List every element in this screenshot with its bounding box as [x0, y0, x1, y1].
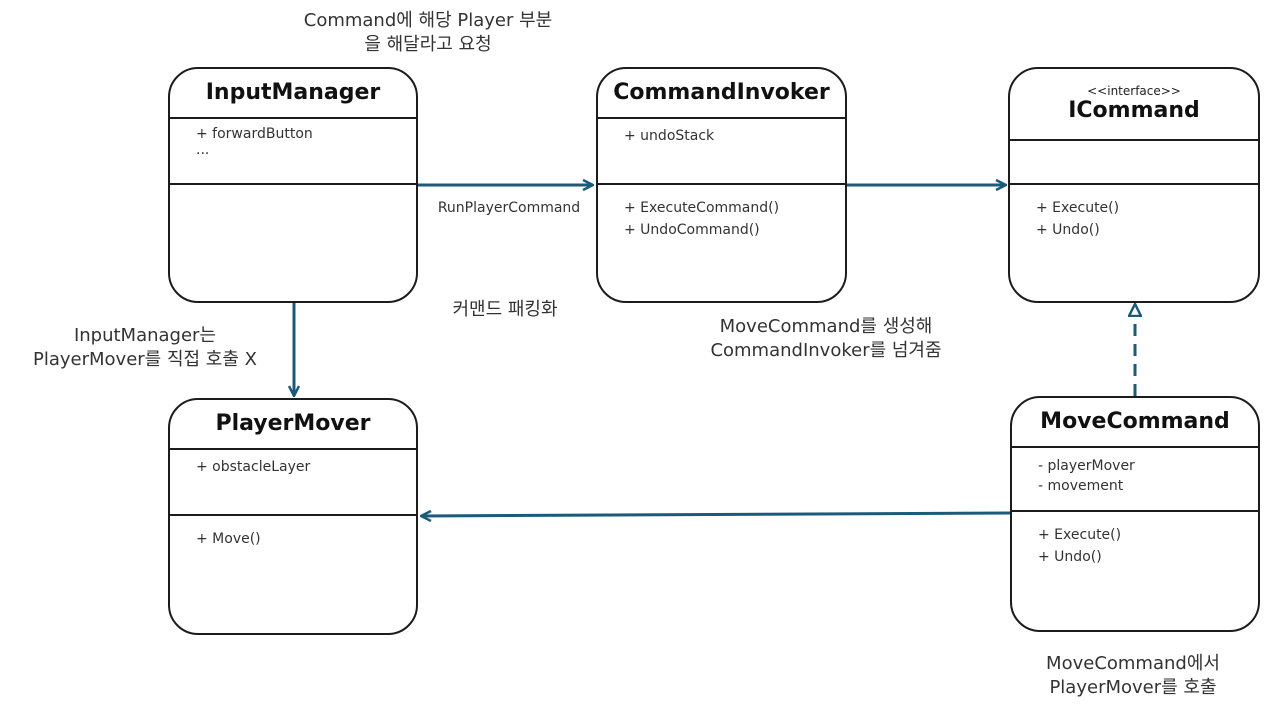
attribute-item: + undoStack [624, 128, 715, 144]
operation-item: + UndoCommand() [624, 222, 760, 238]
class-name: PlayerMover [215, 411, 371, 436]
class-header: PlayerMover [170, 400, 416, 450]
class-name: MoveCommand [1040, 409, 1230, 434]
class-operations [170, 185, 416, 197]
class-movecommand: MoveCommand - playerMover - movement + E… [1010, 396, 1260, 632]
note-line: 을 해달라고 요청 [364, 34, 492, 55]
attribute-item: - movement [1038, 478, 1124, 494]
attribute-item: ... [196, 142, 210, 158]
class-attributes: + forwardButton ... [170, 119, 416, 185]
class-playermover: PlayerMover + obstacleLayer + Move() [168, 398, 418, 635]
class-operations: + Move() [170, 516, 416, 550]
class-attributes [1010, 141, 1258, 185]
class-operations: + Execute() + Undo() [1012, 512, 1258, 568]
class-name: ICommand [1068, 98, 1200, 123]
class-operations: + ExecuteCommand() + UndoCommand() [598, 185, 845, 241]
note-line: InputManager는 [73, 325, 217, 346]
note-packing: 커맨드 패킹화 [452, 299, 558, 320]
class-attributes: + obstacleLayer [170, 450, 416, 516]
class-icommand: <<interface>> ICommand + Execute() + Und… [1008, 67, 1260, 303]
note-no-direct-call: InputManager는 PlayerMover를 직접 호출 X [4, 324, 286, 372]
arrow-movecommand-to-playermover [421, 513, 1011, 516]
note-line: PlayerMover를 직접 호출 X [33, 349, 257, 370]
note-line: PlayerMover를 호출 [1049, 677, 1217, 698]
class-header: InputManager [170, 69, 416, 119]
operation-item: + Execute() [1038, 527, 1122, 543]
class-name: InputManager [205, 80, 381, 105]
note-line: MoveCommand에서 [1046, 653, 1220, 674]
operation-item: + Execute() [1036, 200, 1120, 216]
stereotype: <<interface>> [1087, 84, 1181, 98]
class-attributes: - playerMover - movement [1012, 448, 1258, 512]
class-operations: + Execute() + Undo() [1010, 185, 1258, 241]
attribute-item: + obstacleLayer [196, 459, 311, 475]
note-line: MoveCommand를 생성해 [719, 316, 933, 337]
class-header: MoveCommand [1012, 398, 1258, 448]
class-header: <<interface>> ICommand [1010, 69, 1258, 141]
class-inputmanager: InputManager + forwardButton ... [168, 67, 418, 303]
note-line: CommandInvoker를 넘겨줌 [710, 340, 942, 361]
attribute-item: + forwardButton [196, 126, 313, 142]
operation-item: + ExecuteCommand() [624, 200, 780, 216]
class-name: CommandInvoker [613, 80, 830, 105]
note-call-player-mover: MoveCommand에서 PlayerMover를 호출 [1018, 652, 1248, 700]
attribute-item: - playerMover [1038, 458, 1135, 474]
class-attributes: + undoStack [598, 119, 845, 185]
operation-item: + Move() [196, 531, 261, 547]
label-run-player-command: RunPlayerCommand [437, 200, 581, 216]
note-create-pass: MoveCommand를 생성해 CommandInvoker를 넘겨줌 [674, 315, 978, 363]
class-commandinvoker: CommandInvoker + undoStack + ExecuteComm… [596, 67, 847, 303]
note-request: Command에 해당 Player 부분 을 해달라고 요청 [270, 9, 586, 57]
operation-item: + Undo() [1036, 222, 1100, 238]
operation-item: + Undo() [1038, 549, 1102, 565]
class-header: CommandInvoker [598, 69, 845, 119]
note-line: Command에 해당 Player 부분 [303, 10, 553, 31]
